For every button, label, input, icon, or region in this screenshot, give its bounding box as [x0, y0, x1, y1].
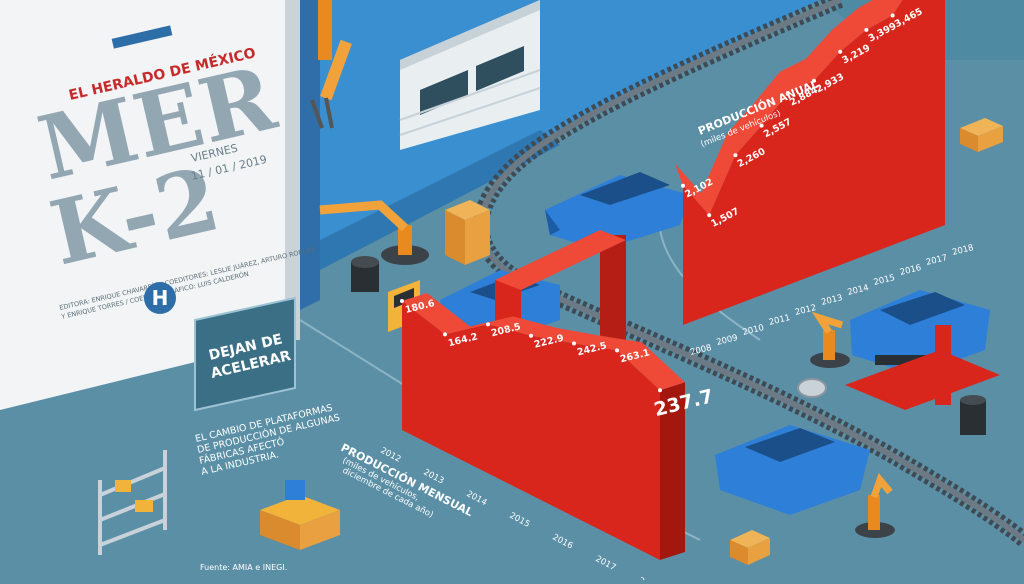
chart-point: [400, 299, 404, 303]
section-header: DEJAN DE ACELERAR: [194, 296, 296, 412]
chart-point: [486, 322, 490, 327]
car-icon: [545, 172, 690, 250]
crate-icon: [960, 118, 1003, 152]
chart-point: [890, 13, 895, 18]
shutter-door-icon: [399, 0, 541, 150]
annual-production-chart: 2,10220081,50720092,26020102,55720112,88…: [675, 0, 975, 358]
crate-icon: [730, 530, 770, 565]
chart-side-face: [660, 382, 685, 560]
chart-point: [733, 153, 738, 158]
car-icon: [715, 425, 870, 515]
shelf-icon: [98, 450, 167, 555]
logo-icon: [144, 282, 176, 314]
robot-arm-icon: [319, 200, 429, 265]
robot-arm-icon: [855, 473, 895, 538]
logo-letter: H: [152, 286, 169, 310]
source-note: Fuente: AMIA e INEGI.: [200, 563, 287, 572]
tire-icon: [960, 395, 986, 435]
chart-front-face: [402, 301, 660, 560]
car-icon: [850, 290, 990, 375]
chart-point: [759, 123, 764, 128]
chart-top-face: [675, 0, 903, 216]
chart-front-face: [683, 0, 945, 325]
tire-icon: [351, 256, 379, 292]
chart-point: [864, 27, 869, 32]
masthead-panel: EL HERALDO DE MÉXICO MER K-2 VIERNES 11 …: [0, 0, 315, 410]
machine-icon: [260, 480, 340, 550]
chart-point: [529, 333, 533, 338]
chart-point: [615, 348, 619, 353]
chart-point: [812, 78, 816, 83]
chart-point: [658, 388, 662, 393]
chart-point: [572, 341, 576, 346]
crate-icon: [445, 200, 490, 265]
robot-arm-icon: [810, 311, 850, 368]
robot-arm-icon: [310, 0, 352, 129]
wheel-rim-icon: [797, 378, 827, 398]
chart-point: [838, 49, 843, 54]
chart-point: [785, 91, 790, 96]
chart-point: [443, 332, 447, 337]
car-lift: [845, 325, 1000, 410]
chart-top-face: [402, 293, 685, 391]
wall-base: [300, 130, 560, 270]
chart-point: [707, 213, 712, 218]
chart-point: [681, 183, 685, 188]
